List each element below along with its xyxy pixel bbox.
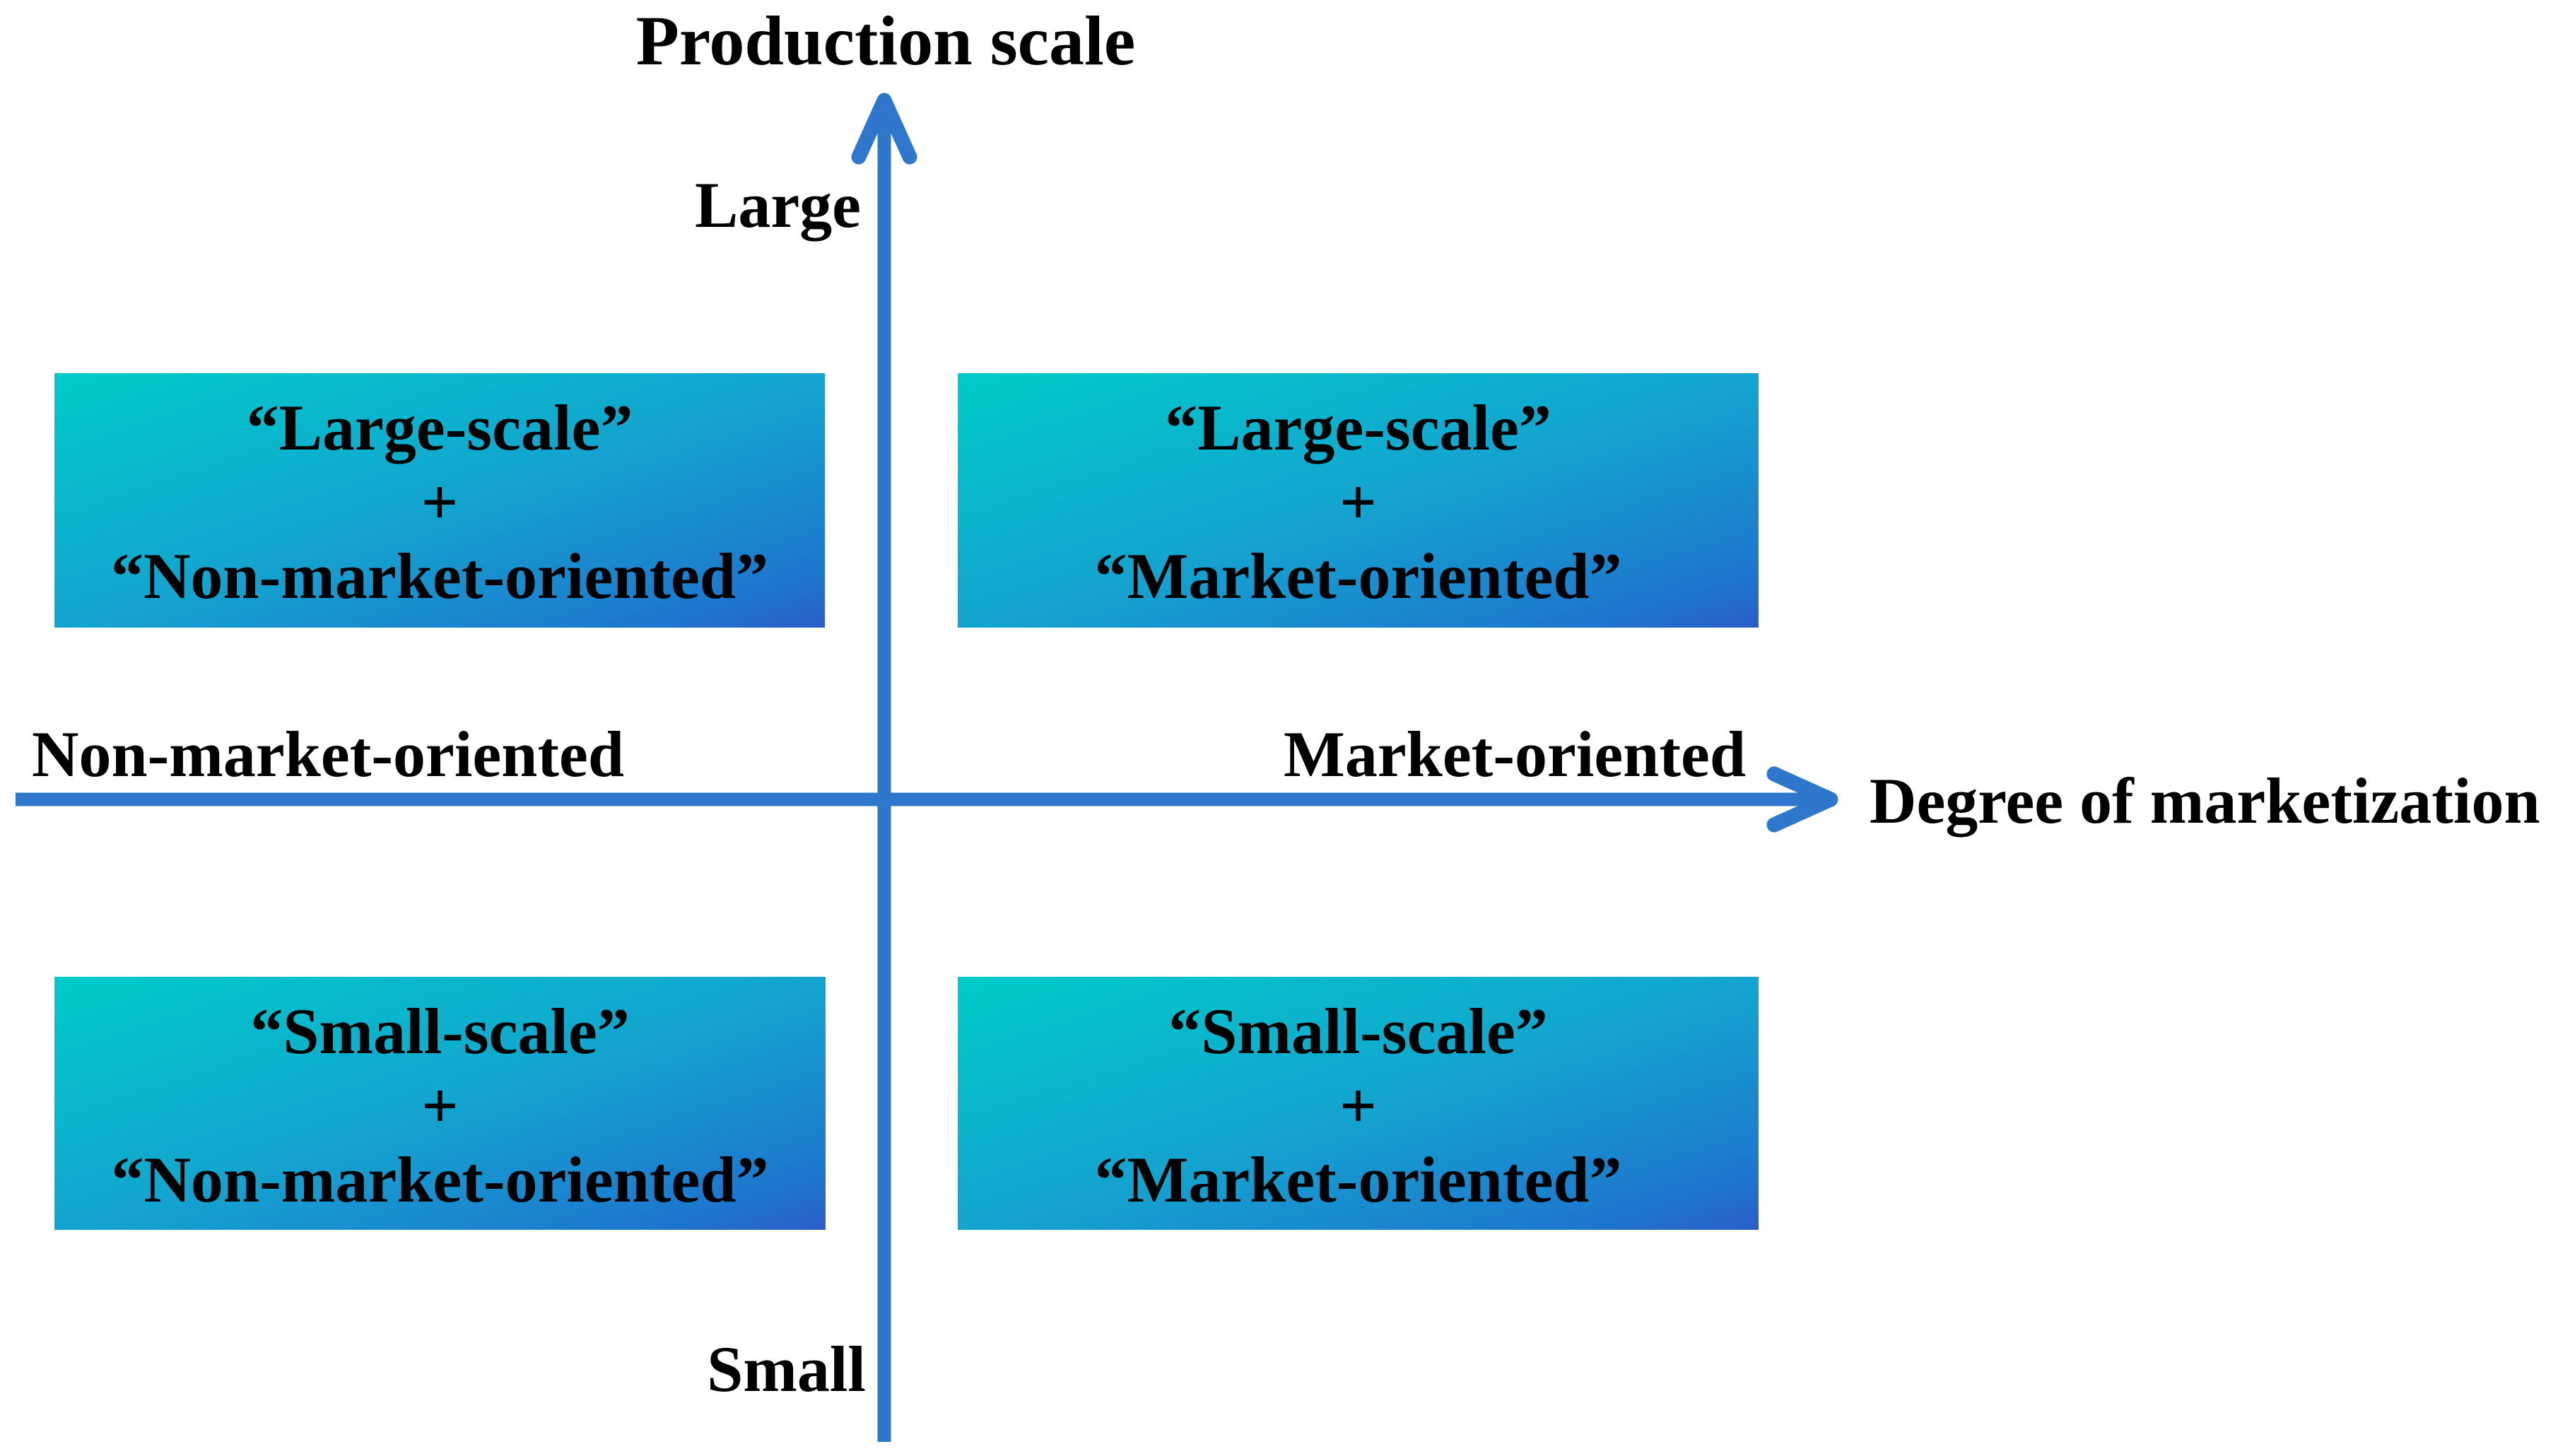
quadrant-line1: “Small-scale” bbox=[250, 995, 630, 1067]
quadrant-small-nonmarket: “Small-scale” + “Non-market-oriented” bbox=[54, 977, 826, 1230]
plus-operator: + bbox=[1339, 1069, 1377, 1141]
quadrant-line1: “Large-scale” bbox=[1165, 392, 1551, 464]
x-axis-arrowhead-icon bbox=[1766, 766, 1838, 833]
quadrant-line1: “Small-scale” bbox=[1168, 995, 1548, 1067]
plus-operator: + bbox=[421, 466, 459, 538]
quadrant-line2: “Non-market-oriented” bbox=[110, 540, 769, 612]
quadrant-line2: “Non-market-oriented” bbox=[111, 1144, 769, 1216]
plus-operator: + bbox=[1339, 466, 1377, 538]
y-axis-high-label: Large bbox=[694, 169, 861, 241]
y-axis-low-label: Small bbox=[707, 1333, 866, 1405]
quadrant-line1: “Large-scale” bbox=[246, 392, 633, 464]
quadrant-small-market: “Small-scale” + “Market-oriented” bbox=[958, 977, 1759, 1230]
x-axis-low-label: Non-market-oriented bbox=[32, 718, 625, 790]
y-axis-arrowhead-icon bbox=[851, 93, 917, 165]
quadrant-line2: “Market-oriented” bbox=[1094, 1144, 1622, 1216]
plus-operator: + bbox=[421, 1069, 459, 1141]
quadrant-large-market: “Large-scale” + “Market-oriented” bbox=[958, 373, 1759, 628]
x-axis-high-label: Market-oriented bbox=[1284, 718, 1746, 790]
quadrant-line2: “Market-oriented” bbox=[1094, 540, 1622, 612]
x-axis-title: Degree of marketization bbox=[1870, 765, 2540, 837]
quadrant-large-nonmarket: “Large-scale” + “Non-market-oriented” bbox=[54, 373, 825, 628]
y-axis-title: Production scale bbox=[635, 1, 1136, 80]
